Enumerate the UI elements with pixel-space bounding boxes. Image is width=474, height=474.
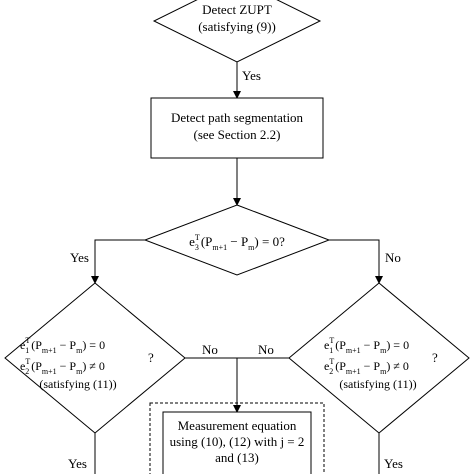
left-row2-sub-m: m xyxy=(76,367,83,376)
right-row2-sub: 2 xyxy=(329,367,333,376)
measurement-dashed-frame xyxy=(149,402,325,474)
no-label-right-inner: No xyxy=(258,342,274,357)
right-row2-sub-m: m xyxy=(380,367,387,376)
e3-tail: ) = 0? xyxy=(254,234,285,249)
zupt-decision-line2: (satisfying (9)) xyxy=(198,19,276,34)
yes-label-bottom-right: Yes xyxy=(384,456,403,471)
e3-sub-m: m xyxy=(248,243,255,252)
e3-sup: T xyxy=(195,233,200,242)
left-row3: (satisfying (11)) xyxy=(39,377,116,391)
left-row2-sub-m1: m+1 xyxy=(42,367,57,376)
right-row1-sup: T xyxy=(329,336,334,345)
e3-decision-diamond xyxy=(143,204,331,276)
arrow-no-branch xyxy=(329,239,383,284)
yes-label-top: Yes xyxy=(242,68,261,83)
arrow-yes-branch xyxy=(91,239,145,284)
left-row2-sup: T xyxy=(25,357,30,366)
measurement-line1: Measurement equation xyxy=(178,418,297,433)
right-row2-sub-m1: m+1 xyxy=(346,367,361,376)
e3-sub-m1: m+1 xyxy=(212,243,227,252)
segmentation-box xyxy=(150,97,324,159)
e3-sub: 3 xyxy=(195,243,199,252)
right-row2-tail: ) ≠ 0 xyxy=(386,359,409,373)
left-row2-sub: 2 xyxy=(25,367,29,376)
right-decision-diamond xyxy=(288,282,470,434)
right-row2-minus: − P xyxy=(361,359,381,373)
right-row1-sub: 1 xyxy=(329,346,333,355)
no-label-right: No xyxy=(385,250,401,265)
right-row1-minus: − P xyxy=(361,338,381,352)
left-row2-e: e xyxy=(20,359,25,373)
yes-label-bottom-left: Yes xyxy=(68,456,87,471)
measurement-line3: and (13) xyxy=(215,450,259,465)
right-row2-sup: T xyxy=(329,357,334,366)
e3-sym: e xyxy=(189,234,195,249)
yes-label-left: Yes xyxy=(70,250,89,265)
segmentation-line2: (see Section 2.2) xyxy=(193,127,280,142)
left-row2-tail: ) ≠ 0 xyxy=(82,359,105,373)
right-row1-e: e xyxy=(324,338,329,352)
left-row1-sup: T xyxy=(25,336,30,345)
left-row2-p: (P xyxy=(31,359,42,373)
e3-p-open: (P xyxy=(201,234,213,249)
right-row1-p: (P xyxy=(335,338,346,352)
left-row1-sub: 1 xyxy=(25,346,29,355)
left-row1-minus: − P xyxy=(57,338,77,352)
right-row2-p: (P xyxy=(335,359,346,373)
e3-minus: − P xyxy=(227,234,248,249)
left-decision-diamond xyxy=(4,282,186,434)
measurement-box xyxy=(162,411,312,474)
measurement-line2: using (10), (12) with j = 2 xyxy=(170,434,305,449)
right-row2-e: e xyxy=(324,359,329,373)
no-label-left: No xyxy=(202,342,218,357)
left-row2-minus: − P xyxy=(57,359,77,373)
left-row1-tail: ) = 0 xyxy=(82,338,105,352)
right-row1-tail: ) = 0 xyxy=(386,338,409,352)
right-question: ? xyxy=(432,350,438,365)
right-row1-sub-m1: m+1 xyxy=(346,346,361,355)
left-row1-p: (P xyxy=(31,338,42,352)
left-question: ? xyxy=(148,350,154,365)
zupt-decision-line1: Detect ZUPT xyxy=(202,2,272,17)
left-row1-sub-m1: m+1 xyxy=(42,346,57,355)
left-row1-e: e xyxy=(20,338,25,352)
right-row3: (satisfying (11)) xyxy=(339,377,416,391)
left-row1-sub-m: m xyxy=(76,346,83,355)
right-row1-sub-m: m xyxy=(380,346,387,355)
segmentation-line1: Detect path segmentation xyxy=(171,110,304,125)
